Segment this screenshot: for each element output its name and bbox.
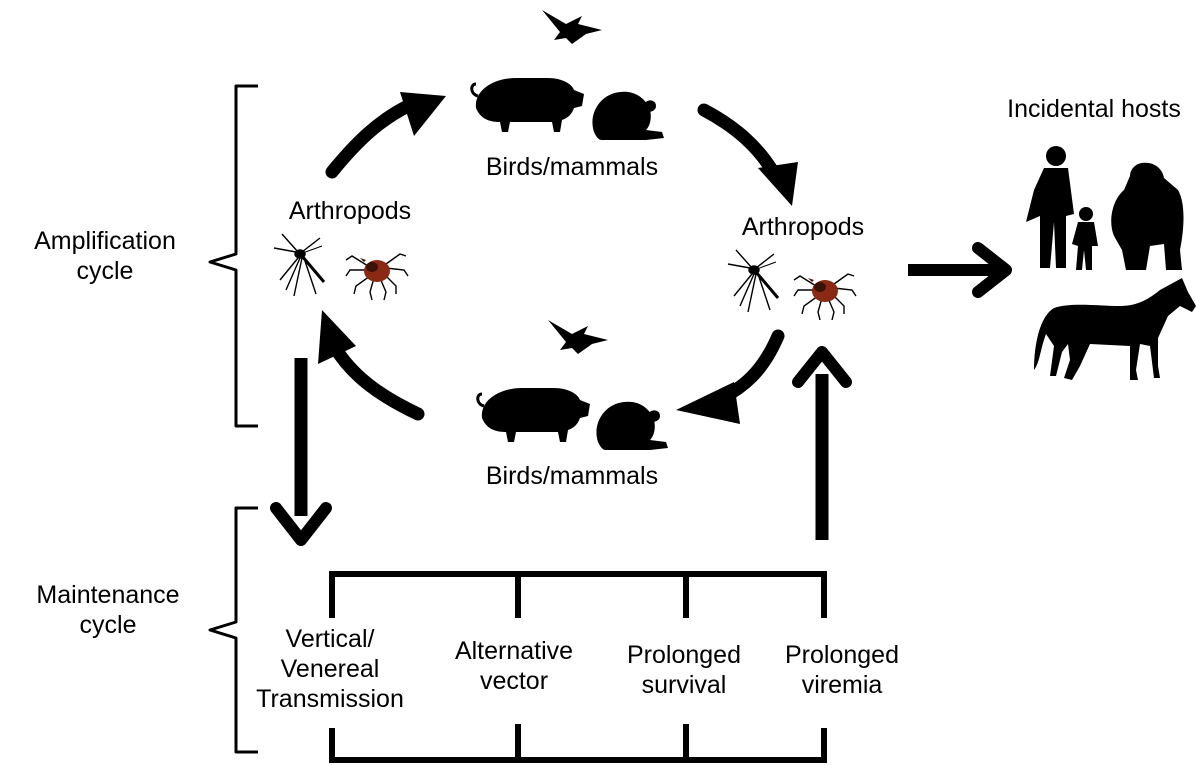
cycle-arrowheads (318, 92, 798, 424)
mechanism-alternative-vector: Alternative vector (455, 636, 573, 696)
amplification-line1: Amplification (34, 226, 176, 256)
left-arthropods (274, 234, 408, 300)
maintenance-bracket (210, 508, 258, 752)
left-arthropods-label: Arthropods (289, 196, 411, 226)
mechanism-vertical-venereal: Vertical/ Venereal Transmission (256, 624, 404, 714)
mechanism-0-line2: Venereal (256, 654, 404, 684)
mechanism-prolonged-survival: Prolonged survival (627, 640, 741, 700)
gorilla-icon (1111, 163, 1183, 270)
beaver-icon (592, 92, 664, 140)
arrow-left-to-top (332, 106, 408, 172)
arrow-top-to-right (704, 110, 772, 170)
mechanisms-ladder (332, 574, 824, 760)
down-arrow (276, 358, 326, 540)
bottom-host-group (478, 320, 668, 450)
right-arthropods-label: Arthropods (742, 212, 864, 242)
mosquito-icon (728, 250, 778, 312)
mechanism-3-line2: viremia (785, 670, 899, 700)
mechanism-0-line3: Transmission (256, 684, 404, 714)
pig-icon (478, 388, 590, 442)
arrowhead-right-to-bottom (676, 382, 740, 424)
amplification-cycle-label: Amplification cycle (34, 226, 176, 286)
mechanism-2-line2: survival (627, 670, 741, 700)
arrowhead-top-to-right (758, 162, 798, 206)
tick-icon (346, 254, 408, 300)
horse-icon (1034, 278, 1196, 380)
arrow-bottom-to-left (334, 346, 418, 414)
maintenance-cycle-label: Maintenance cycle (36, 580, 179, 640)
top-hosts-label: Birds/mammals (486, 152, 658, 182)
top-host-group (472, 10, 664, 140)
mosquito-icon (274, 234, 324, 296)
beaver-icon (596, 402, 668, 450)
pig-icon (472, 78, 584, 132)
swallow-icon (548, 320, 608, 354)
up-arrow (798, 352, 846, 540)
mechanism-3-line1: Prolonged (785, 640, 899, 670)
mechanism-0-line1: Vertical/ (256, 624, 404, 654)
bottom-hosts-label: Birds/mammals (486, 461, 658, 491)
adult-child-icon (1026, 146, 1098, 270)
mechanism-1-line2: vector (455, 666, 573, 696)
mechanism-prolonged-viremia: Prolonged viremia (785, 640, 899, 700)
maintenance-line2: cycle (36, 610, 179, 640)
maintenance-line1: Maintenance (36, 580, 179, 610)
incidental-hosts-group (1026, 146, 1196, 380)
right-arthropods (728, 250, 856, 320)
mechanism-1-line1: Alternative (455, 636, 573, 666)
right-arrow (908, 248, 1006, 292)
mechanism-2-line1: Prolonged (627, 640, 741, 670)
tick-icon (794, 274, 856, 320)
swallow-icon (542, 10, 602, 44)
amplification-line2: cycle (34, 256, 176, 286)
incidental-hosts-label: Incidental hosts (1007, 94, 1181, 124)
amplification-bracket (210, 86, 258, 426)
arrowhead-left-to-top (400, 92, 446, 136)
